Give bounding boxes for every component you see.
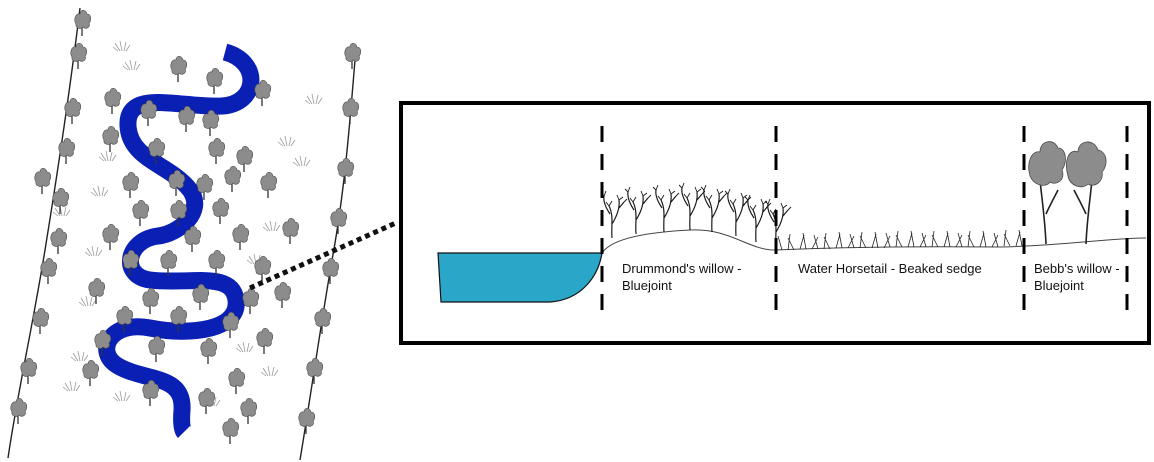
ground-profile — [601, 229, 1147, 254]
zone-2-line1: Water Horsetail - Beaked sedge — [798, 261, 982, 276]
zone-1-label: Drummond's willow - Bluejoint — [622, 261, 745, 293]
zone-1-line1: Drummond's willow - — [622, 261, 742, 276]
plan-view-valley — [7, 7, 362, 461]
zone-3-line2: Bluejoint — [1034, 278, 1084, 293]
zone-boundaries — [600, 126, 1129, 318]
zone-3-label: Bebb's willow - Bluejoint — [1034, 261, 1123, 293]
water-channel — [437, 252, 603, 303]
zone-3-line1: Bebb's willow - — [1034, 261, 1120, 276]
leader-line — [248, 219, 400, 291]
bebbs-willow-trees — [1028, 141, 1107, 245]
valley-left-edge — [7, 7, 81, 459]
sedge-grass — [777, 229, 1023, 251]
zone-1-line2: Bluejoint — [622, 278, 672, 293]
zone-2-label: Water Horsetail - Beaked sedge — [798, 261, 982, 276]
cross-section-panel: Drummond's willow - Bluejoint Water Hors… — [399, 101, 1151, 345]
